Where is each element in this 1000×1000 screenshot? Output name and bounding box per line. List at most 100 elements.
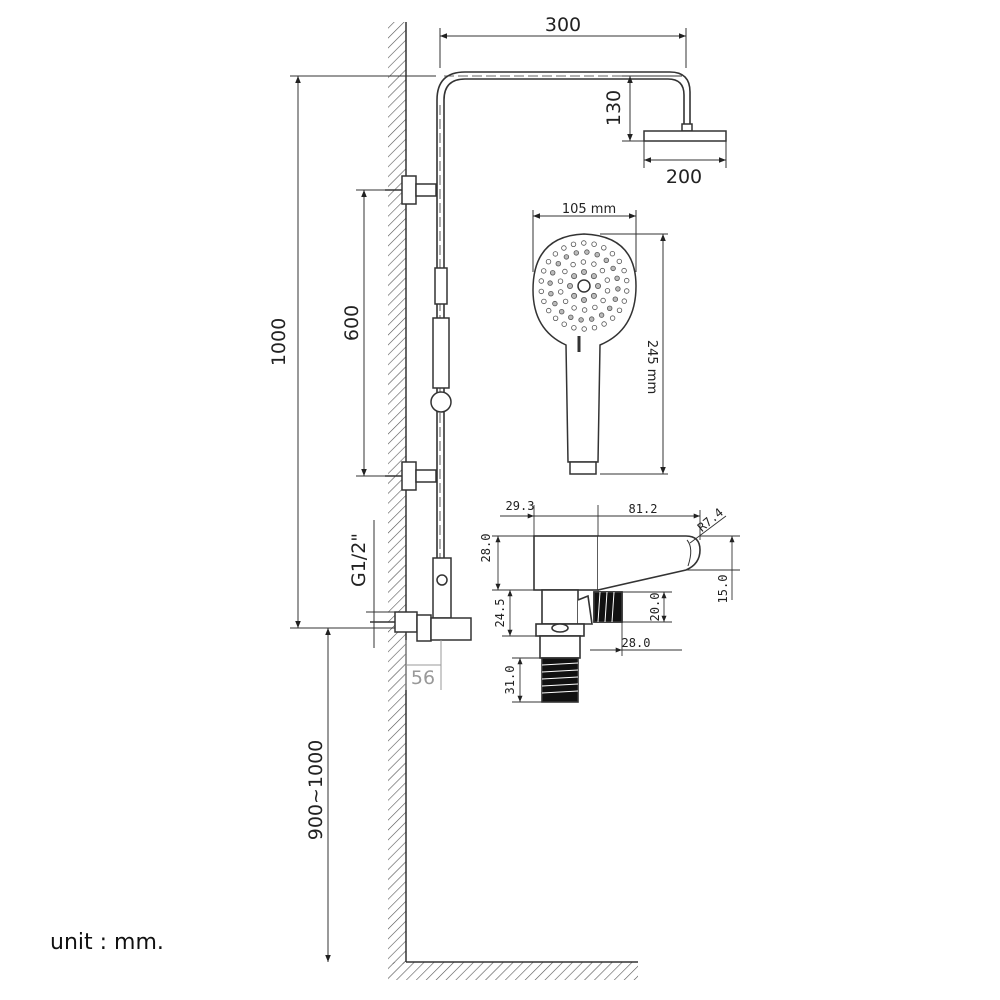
floor-hatch (388, 962, 638, 980)
nozzle (552, 300, 558, 307)
nozzle (541, 268, 547, 274)
nozzle (570, 261, 576, 268)
nozzle (552, 315, 559, 321)
nozzle (562, 268, 568, 275)
nozzle (571, 305, 577, 311)
dim-install-height (320, 627, 388, 962)
nozzle (624, 288, 630, 294)
dim-arm-length-label: 300 (545, 14, 581, 36)
nozzle (615, 286, 621, 292)
nozzle (621, 298, 627, 304)
valve-dim-28-0-left: 28.0 (479, 534, 493, 563)
dim-head-drop (622, 75, 682, 142)
valve-dims (492, 505, 740, 703)
nozzle (580, 259, 587, 265)
nozzle (557, 278, 564, 284)
valve-dim-31-0: 31.0 (503, 666, 517, 695)
nozzle (562, 298, 569, 305)
dim-install-height-label: 900~1000 (305, 740, 327, 841)
nozzle (590, 273, 597, 280)
nozzle (552, 251, 559, 257)
nozzle (609, 250, 616, 257)
nozzle (601, 245, 607, 251)
valve-dim-20-0: 20.0 (648, 593, 662, 622)
nozzle (624, 277, 630, 284)
nozzle (559, 309, 565, 315)
dim-bracket-spacing (356, 189, 402, 477)
nozzle (581, 296, 588, 303)
nozzle (612, 296, 618, 302)
dim-hand-width-label: 105 mm (562, 202, 616, 217)
nozzle (570, 241, 577, 247)
nozzle (614, 275, 620, 281)
dim-total-height-label: 1000 (268, 318, 290, 366)
nozzle (538, 288, 544, 295)
nozzle (594, 251, 600, 258)
nozzle (599, 267, 606, 274)
valve-dim-28-0-bottom: 28.0 (622, 636, 651, 650)
nozzle (584, 249, 590, 255)
nozzle (567, 282, 574, 289)
wall (388, 22, 638, 980)
dim-arm-length (439, 28, 687, 68)
wall-hatch (388, 22, 406, 964)
nozzle (581, 240, 587, 246)
nozzle (538, 278, 544, 284)
nozzle (563, 254, 570, 260)
nozzle (616, 307, 623, 313)
nozzle (595, 282, 602, 289)
valve-dim-24-5: 24.5 (493, 599, 507, 628)
nozzle (591, 241, 597, 247)
nozzle (601, 321, 607, 327)
nozzle (541, 298, 547, 305)
nozzle (600, 297, 606, 304)
nozzle (609, 315, 616, 321)
dim-head-diameter (643, 141, 727, 168)
dim-hand-width (532, 210, 637, 272)
nozzle (561, 245, 567, 251)
nozzle (578, 317, 584, 323)
valve-detail (533, 535, 701, 703)
nozzle (547, 280, 553, 286)
valve-dim-15-0: 15.0 (716, 575, 730, 604)
dim-hand-length (600, 233, 668, 475)
nozzle (607, 305, 613, 311)
nozzle (545, 259, 552, 265)
valve-dim-29-3: 29.3 (506, 499, 535, 513)
hand-shower-nozzles (538, 240, 630, 332)
nozzle (548, 291, 554, 297)
nozzle (581, 326, 587, 332)
nozzle (591, 325, 598, 331)
valve-dim-81-2: 81.2 (629, 502, 658, 516)
nozzle (604, 277, 610, 283)
nozzle (546, 307, 552, 314)
dim-bracket-spacing-label: 600 (341, 305, 363, 341)
dim-head-drop-label: 130 (603, 90, 625, 126)
dim-wall-offset-label: 56 (411, 667, 435, 689)
units-label: unit : mm. (50, 930, 164, 955)
nozzle (573, 250, 579, 256)
rain-head (643, 123, 727, 142)
nozzle (571, 292, 578, 299)
nozzle (558, 289, 564, 295)
nozzle (591, 261, 597, 267)
dim-thread-label: G1/2" (348, 533, 370, 587)
dim-thread (366, 520, 395, 648)
dim-head-diameter-label: 200 (666, 166, 702, 188)
nozzle (616, 258, 622, 265)
slide-holder (430, 267, 452, 413)
dim-wall-offset (405, 640, 442, 690)
nozzle (592, 304, 598, 311)
valve-thread-lines (541, 591, 615, 694)
nozzle (603, 257, 609, 263)
nozzle (568, 314, 574, 320)
nozzle (550, 270, 556, 276)
nozzle (610, 265, 616, 272)
nozzle (589, 316, 595, 322)
column-base-diverter (370, 557, 472, 642)
nozzle (571, 325, 577, 331)
nozzle (555, 261, 561, 267)
nozzle (561, 321, 567, 327)
nozzle (598, 312, 605, 318)
